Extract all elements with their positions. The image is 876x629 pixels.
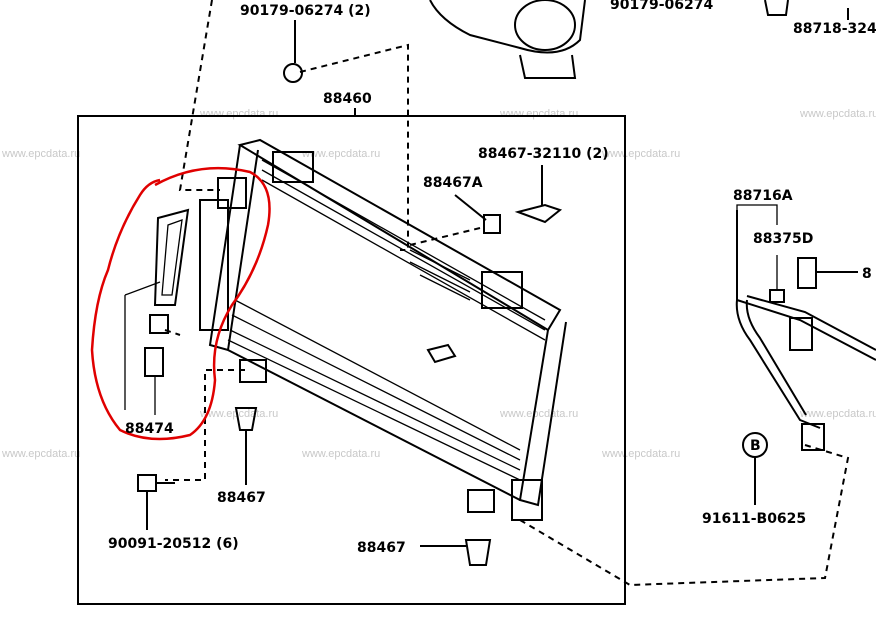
label-pipe: 88716A xyxy=(733,188,793,204)
label-top-bolt-left: 90179-06274 (2) xyxy=(240,3,371,19)
label-bolt-bottom: 90091-20512 (6) xyxy=(108,536,239,552)
watermark: www.epcdata.ru xyxy=(799,108,876,120)
label-top-bolt-right: 90179-06274 xyxy=(610,0,713,13)
label-cushion: 88467A xyxy=(423,175,483,191)
label-bracket-bottom: 88467 xyxy=(357,540,406,556)
label-callout-b: B xyxy=(750,438,761,454)
label-receiver: 88474 xyxy=(125,421,174,437)
watermark: www.epcdata.ru xyxy=(499,108,578,120)
label-top-right-part: 88718-324 xyxy=(793,21,876,37)
watermark: www.epcdata.ru xyxy=(199,108,278,120)
highlight-outline xyxy=(90,166,271,441)
label-right-cut: 8 xyxy=(862,266,872,282)
label-bracket-left: 88467 xyxy=(217,490,266,506)
label-pipe-oring: 88375D xyxy=(753,231,813,247)
fittings xyxy=(137,20,563,566)
receiver-drawing xyxy=(124,177,247,415)
label-clamp-bolt: 91611-B0625 xyxy=(702,511,806,527)
watermark: www.epcdata.ru xyxy=(301,448,380,460)
watermark: www.epcdata.ru xyxy=(799,408,876,420)
pipe-drawing xyxy=(735,204,876,505)
label-bolt-set: 88467-32110 (2) xyxy=(478,146,609,162)
watermarks: www.epcdata.ru www.epcdata.ru www.epcdat… xyxy=(1,108,876,460)
condenser-drawing xyxy=(208,138,567,521)
label-condenser: 88460 xyxy=(323,91,372,107)
watermark: www.epcdata.ru xyxy=(499,408,578,420)
watermark: www.epcdata.ru xyxy=(301,148,380,160)
watermark: www.epcdata.ru xyxy=(1,148,80,160)
watermark: www.epcdata.ru xyxy=(601,148,680,160)
compressor-drawing xyxy=(429,0,849,79)
watermark: www.epcdata.ru xyxy=(199,408,278,420)
watermark: www.epcdata.ru xyxy=(601,448,680,460)
assembly-frame xyxy=(77,115,626,605)
watermark: www.epcdata.ru xyxy=(1,448,80,460)
